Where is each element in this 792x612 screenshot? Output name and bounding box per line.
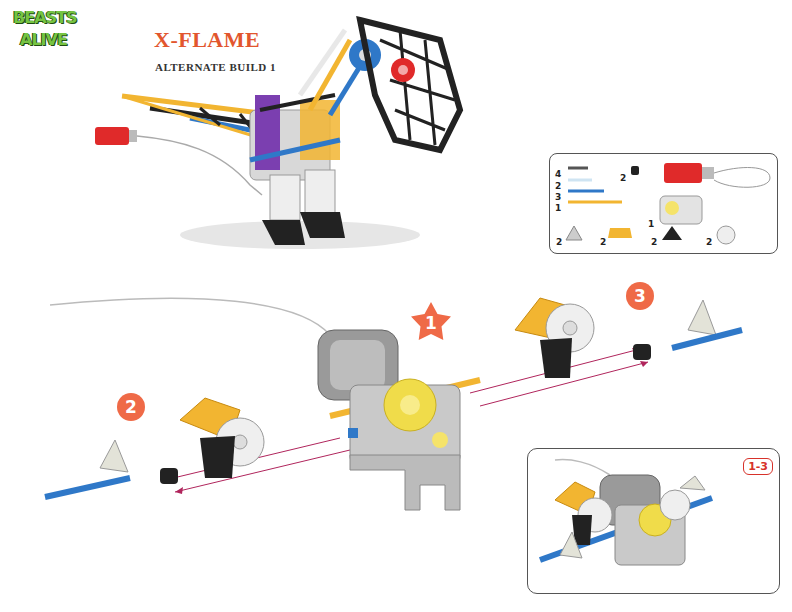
parts-icons [566, 163, 770, 244]
part-count: 4 [555, 169, 561, 179]
part-count-holder: 1 [648, 212, 654, 231]
part-count: 3 [555, 192, 561, 202]
callout-number: 3 [634, 286, 646, 306]
step-range: 1-3 [743, 458, 773, 475]
part-count: 2 [706, 237, 712, 247]
dinosaur-model [95, 20, 460, 249]
part-count: 2 [620, 173, 626, 183]
step-marker: 3 [626, 282, 654, 310]
part-count-holder: 2 [620, 166, 626, 185]
callout-number: 2 [125, 397, 137, 417]
part-count: 2 [651, 237, 657, 247]
subtitle: ALTERNATE BUILD 1 [155, 61, 276, 73]
part-count: 2 [556, 237, 562, 247]
callout-number-holder: 2 [125, 397, 137, 417]
part-count: 2 [600, 237, 606, 247]
inset-panel: 1-3 [527, 448, 780, 594]
part-count-holder: 4 [555, 162, 561, 181]
part-count-holder: 2 [651, 230, 657, 249]
part-count-holder: 2 [556, 230, 562, 249]
part-count: 1 [648, 219, 654, 229]
step-marker: 1 [409, 300, 453, 344]
callout-number: 1 [425, 313, 437, 333]
logo-word-holder: ALIVE [20, 30, 67, 49]
callout-number-holder: 3 [634, 286, 646, 306]
callout-number-holder: 1 [425, 313, 437, 333]
logo-word: BEASTS [13, 8, 76, 27]
part-count: 2 [555, 181, 561, 191]
part-count-holder: 2 [706, 230, 712, 249]
step-marker: 2 [117, 393, 145, 421]
step-range-holder: 1-3 [743, 455, 773, 475]
subtitle-holder: ALTERNATE BUILD 1 [155, 56, 276, 75]
inset-assembly [540, 460, 712, 565]
part-count: 1 [555, 203, 561, 213]
title: X-FLAME [154, 27, 260, 53]
star-outline [411, 302, 451, 340]
logo-word: ALIVE [20, 30, 67, 49]
part-count-holder: 2 [600, 230, 606, 249]
title-holder: X-FLAME [154, 27, 260, 53]
parts-panel: 4231212222 [549, 153, 778, 254]
logo-word-holder: BEASTS [13, 8, 76, 27]
